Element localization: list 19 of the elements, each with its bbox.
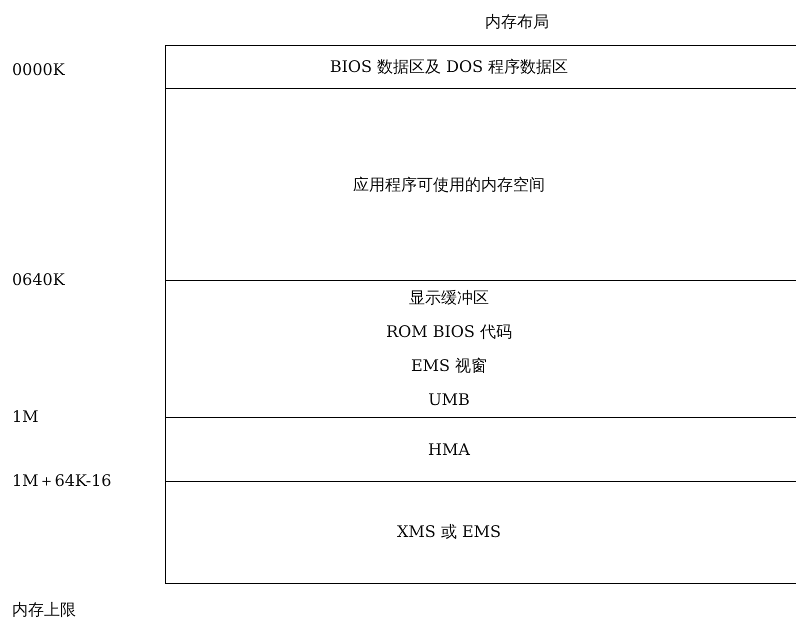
region-label: 显示缓冲区 [409, 288, 489, 308]
address-label: 0000K [12, 60, 65, 80]
memory-region [165, 45, 796, 88]
address-label: 内存上限 [12, 600, 76, 620]
address-label: 1M [12, 407, 39, 427]
memory-region [165, 280, 796, 417]
address-label: 1M＋64K-16 [12, 471, 112, 491]
memory-region [165, 88, 796, 280]
region-label: XMS 或 EMS [397, 522, 501, 542]
memory-region [165, 481, 796, 584]
region-label: BIOS 数据区及 DOS 程序数据区 [330, 57, 568, 77]
title: 内存布局 [485, 12, 549, 33]
region-label: UMB [428, 390, 470, 410]
region-label: ROM BIOS 代码 [386, 322, 512, 342]
memory-region [165, 417, 796, 481]
region-label: HMA [428, 440, 470, 460]
region-label: EMS 视窗 [410, 356, 488, 376]
region-label: 应用程序可使用的内存空间 [353, 174, 545, 194]
address-label: 0640K [12, 270, 65, 290]
